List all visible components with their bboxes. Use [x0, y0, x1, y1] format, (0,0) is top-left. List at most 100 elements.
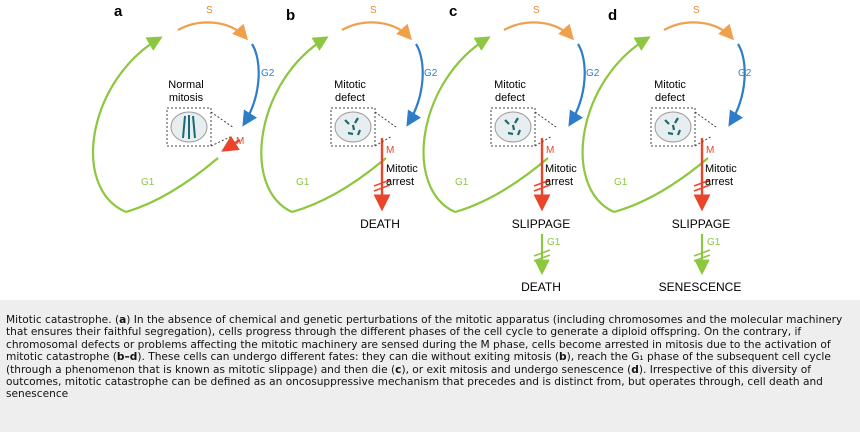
s-arc-c: [503, 21, 575, 41]
phase-g1-a: G1: [141, 177, 155, 188]
s-arc-d: [663, 21, 735, 41]
block-mark-d2: [693, 184, 711, 192]
caption-text-1: Mitotic catastrophe. (: [6, 314, 120, 326]
inset-box-a: [166, 107, 212, 147]
state-label-d-1: Mitotic: [654, 79, 686, 91]
g1-return-c: [454, 157, 549, 214]
phase-g2-b: G2: [424, 68, 438, 79]
arrest-label-d-2: arrest: [705, 176, 733, 188]
inset-line-b1: [374, 111, 397, 128]
inset-box-b: [330, 107, 376, 147]
arrest-label-b-1: Mitotic: [386, 163, 418, 175]
g1-return-d: [613, 157, 709, 214]
state-label-b-2: defect: [335, 92, 365, 104]
phase-m-b: M: [386, 145, 394, 156]
phase-g1-after-c: G1: [547, 237, 561, 248]
m-arrow-a: [221, 135, 241, 152]
arrest-label-b-2: arrest: [386, 176, 414, 188]
panel-b: b S G2 M G1 Mitotic defect Mitotic arres…: [260, 5, 438, 231]
caption-text-2: ) In the absence of chemical and genetic…: [6, 314, 843, 364]
phase-g1-c: G1: [455, 177, 469, 188]
outcome-slippage-c: SLIPPAGE: [512, 217, 570, 231]
chromosomes-icon-d: [664, 117, 682, 136]
block-mark-b1: [373, 179, 391, 187]
caption-text-5: ), or exit mitosis and undergo senescenc…: [401, 363, 632, 376]
caption-ref-bd: b–d: [116, 351, 138, 364]
block-mark-c4: [533, 254, 551, 262]
figure-svg: a S G2 M G1 Normal mitosis b S G2 M G1 M…: [92, 3, 752, 294]
panel-letter-c: c: [449, 3, 457, 20]
inset-line-d2: [694, 135, 713, 147]
outcome-slippage-d: SLIPPAGE: [672, 217, 730, 231]
s-arc-b: [341, 21, 413, 41]
g1-return-a: [125, 157, 219, 214]
inset-line-b2: [374, 135, 393, 147]
outcome-death-b: DEATH: [360, 217, 400, 231]
inset-line-d1: [694, 111, 717, 128]
cell-cycle-figure: a S G2 M G1 Normal mitosis b S G2 M G1 M…: [92, 3, 752, 294]
chromosomes-icon-b: [344, 117, 362, 136]
block-mark-c3: [533, 249, 551, 257]
phase-g2-c: G2: [586, 68, 600, 79]
phase-m-a: M: [236, 136, 244, 147]
caption-ref-d: d: [631, 363, 639, 376]
state-label-a-2: mitosis: [169, 92, 204, 104]
g2-arc-c: [568, 43, 586, 127]
arrest-label-d-1: Mitotic: [705, 163, 737, 175]
block-mark-c1: [533, 179, 551, 187]
figure-caption: Mitotic catastrophe. (a) In the absence …: [0, 300, 860, 432]
phase-g2-d: G2: [738, 68, 752, 79]
g2-arc-b: [406, 43, 424, 127]
block-mark-b2: [373, 184, 391, 192]
block-mark-d1: [693, 179, 711, 187]
inset-line-a2: [210, 136, 231, 147]
panel-letter-a: a: [114, 3, 123, 20]
panel-letter-d: d: [608, 7, 617, 24]
caption-ref-c: c: [395, 363, 402, 376]
caption-ref-a: a: [119, 314, 127, 326]
g1-arc-b: [260, 36, 329, 213]
outcome-senescence-d: SENESCENCE: [659, 280, 742, 294]
g1-arc-c: [422, 36, 491, 214]
chromosomes-icon-c: [504, 117, 522, 136]
phase-g1-b: G1: [296, 177, 310, 188]
panel-d: d S G2 M G1 Mitotic defect Mitotic arres…: [581, 5, 752, 294]
phase-m-d: M: [706, 145, 714, 156]
chromosomes-icon-a: [182, 115, 196, 139]
phase-m-c: M: [546, 145, 554, 156]
inset-line-a1: [210, 111, 235, 129]
arrest-label-c-1: Mitotic: [545, 163, 577, 175]
inset-line-c2: [534, 135, 553, 147]
inset-line-c1: [534, 111, 557, 128]
state-label-c-1: Mitotic: [494, 79, 526, 91]
g2-arc-a: [242, 43, 260, 127]
panel-letter-b: b: [286, 7, 295, 24]
phase-s-b: S: [370, 5, 377, 16]
block-mark-d3: [693, 249, 711, 257]
panel-a: a S G2 M G1 Normal mitosis: [92, 3, 275, 214]
panel-c: c S G2 M G1 Mitotic defect Mitotic arres…: [422, 3, 600, 294]
g1-arc-d: [581, 36, 651, 214]
state-label-b-1: Mitotic: [334, 79, 366, 91]
state-label-c-2: defect: [495, 92, 525, 104]
caption-text-3: ). These cells can undergo different fat…: [137, 351, 559, 364]
block-mark-d4: [693, 254, 711, 262]
inset-box-d: [650, 107, 696, 147]
phase-s-a: S: [206, 5, 213, 16]
phase-g1-d: G1: [614, 177, 628, 188]
phase-s-d: S: [693, 5, 700, 16]
caption-ref-b: b: [558, 351, 567, 364]
phase-g1-after-d: G1: [707, 237, 721, 248]
state-label-d-2: defect: [655, 92, 685, 104]
phase-s-c: S: [533, 5, 540, 16]
g1-return-b: [291, 157, 387, 214]
caption-text-6: ). Irrespective of this diversity of out…: [6, 363, 823, 401]
inset-box-c: [490, 107, 536, 147]
arrest-label-c-2: arrest: [545, 176, 573, 188]
s-arc-a: [177, 21, 249, 41]
phase-g2-a: G2: [261, 68, 275, 79]
outcome-death-c: DEATH: [521, 280, 561, 294]
state-label-a-1: Normal: [168, 79, 203, 91]
block-mark-c2: [533, 184, 551, 192]
g2-arc-d: [728, 43, 746, 127]
